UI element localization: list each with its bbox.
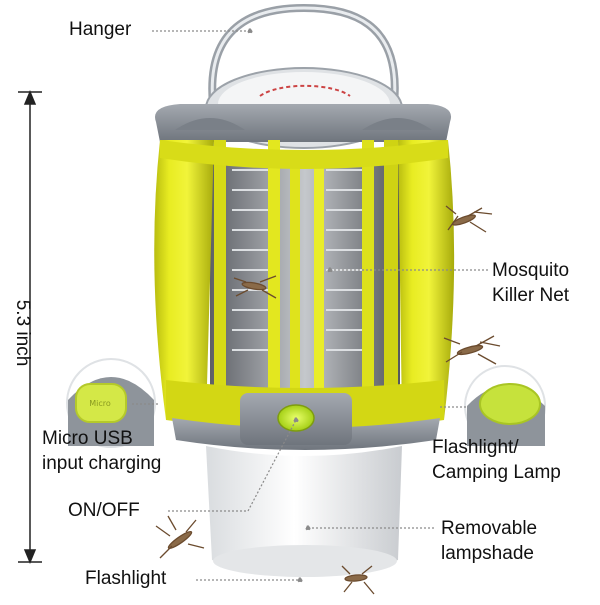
flashlight-label: Flashlight (85, 568, 167, 589)
lampshade (206, 446, 402, 575)
mosquito-icon (445, 205, 493, 233)
lampshade-label-line1: Removable (441, 518, 538, 539)
svg-text:Micro: Micro (89, 399, 111, 408)
top-cap (155, 104, 452, 142)
hanger-label: Hanger (69, 19, 132, 40)
mosquito-net-label-line1: Mosquito (492, 260, 570, 281)
flashlight-camping-label-line1: Flashlight/ (432, 437, 519, 458)
usb-label-line1: Micro USB (42, 428, 133, 449)
usb-label-line2: input charging (42, 453, 162, 474)
height-dimension-label: 5.3 inch (12, 299, 33, 367)
mosquito-icon (443, 335, 501, 365)
flashlight-camping-label-line2: Camping Lamp (432, 462, 561, 483)
height-dimension-line (18, 90, 42, 564)
mosquito-icon (341, 565, 375, 595)
callout-lines (130, 28, 488, 583)
mosquito-icon (155, 515, 205, 559)
onoff-label: ON/OFF (68, 500, 140, 521)
mosquito-icon (233, 275, 277, 299)
mosquito-net-label-line2: Killer Net (492, 285, 570, 306)
lampshade-label-line2: lampshade (441, 543, 534, 564)
